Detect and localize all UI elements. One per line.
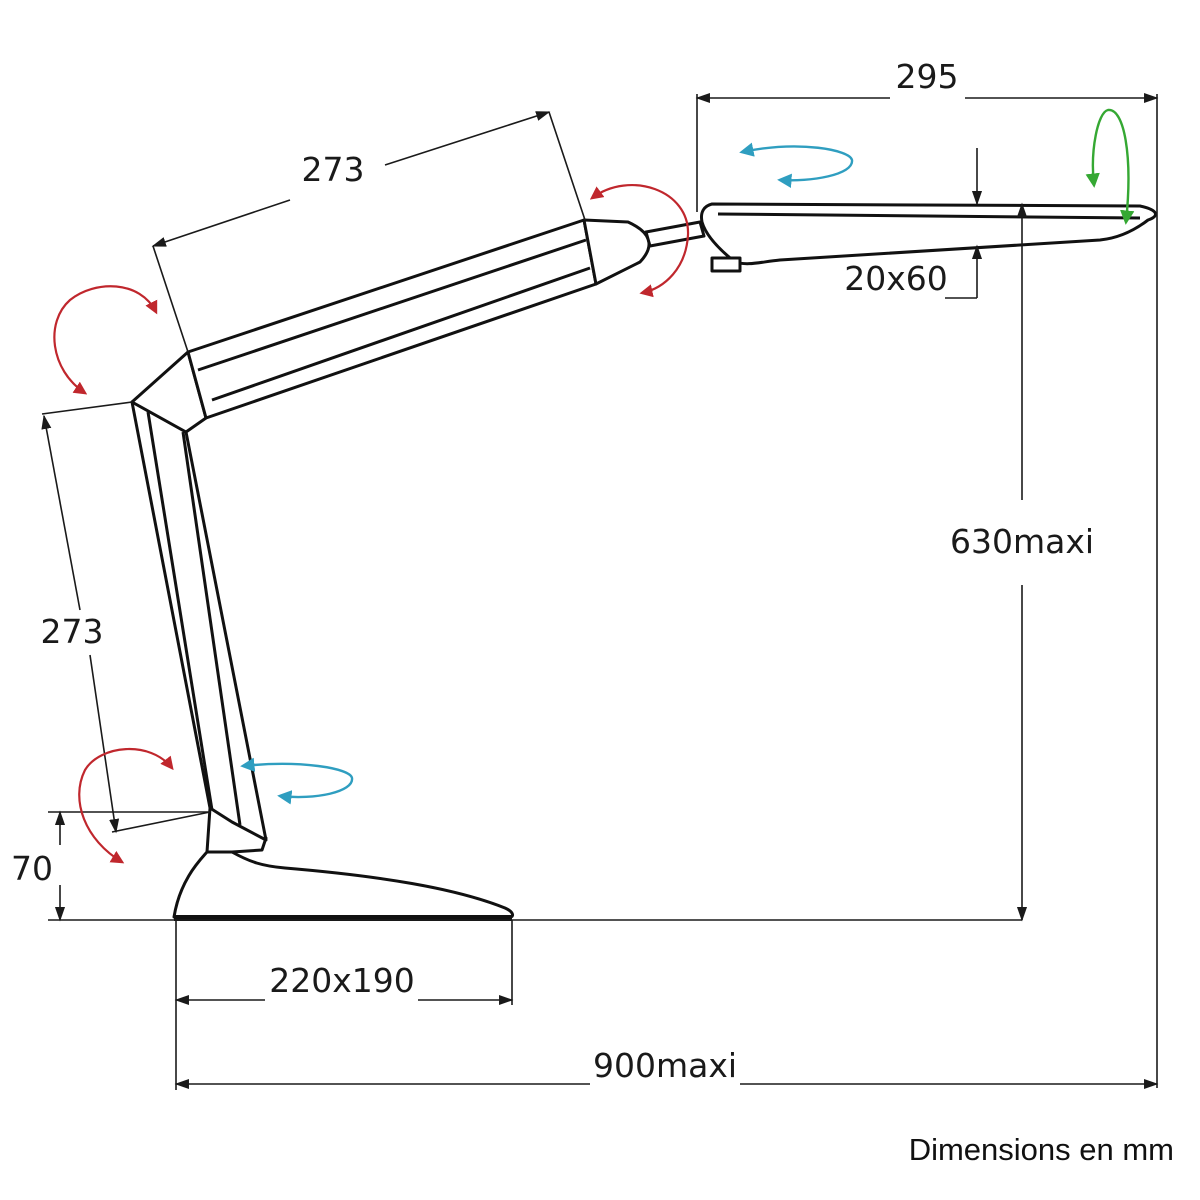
dimension-labels: 295 273 20x60 630maxi 273 70 220x190 900… xyxy=(11,57,1174,1167)
curved-rotate-arrow-icon xyxy=(589,184,690,298)
lamp-base xyxy=(172,850,515,919)
upper-arm-edge-1 xyxy=(197,238,587,372)
footnote-units: Dimensions en mm xyxy=(909,1132,1174,1167)
curved-rotate-arrow-icon xyxy=(53,285,158,395)
tilt-arrow-icon xyxy=(1085,108,1135,225)
label-base-size: 220x190 xyxy=(269,961,415,1000)
label-head-section: 20x60 xyxy=(844,259,948,298)
lower-arm-edge-1 xyxy=(146,411,214,811)
label-max-reach: 900maxi xyxy=(593,1046,737,1085)
lamp-head xyxy=(700,202,1157,266)
upper-arm-edge-2 xyxy=(211,266,591,402)
lower-arm xyxy=(130,400,268,842)
head-switch xyxy=(710,256,742,273)
head-connector xyxy=(644,220,706,248)
label-base-height: 70 xyxy=(11,849,53,888)
label-max-height: 630maxi xyxy=(950,522,1094,561)
label-lower-arm: 273 xyxy=(41,612,104,651)
lower-arm-edge-2 xyxy=(181,431,242,826)
lamp-head-line xyxy=(717,212,1141,220)
curved-rotate-arrow-icon xyxy=(78,747,174,864)
swivel-arrow-icon xyxy=(739,142,854,188)
label-upper-arm: 273 xyxy=(302,150,365,189)
lamp-drawing xyxy=(130,202,1157,921)
swivel-arrow-icon xyxy=(240,757,354,805)
rotation-arrows xyxy=(53,108,1135,864)
dimension-lines xyxy=(41,92,1159,1090)
head-joint xyxy=(582,218,651,286)
label-head-length: 295 xyxy=(896,57,959,96)
